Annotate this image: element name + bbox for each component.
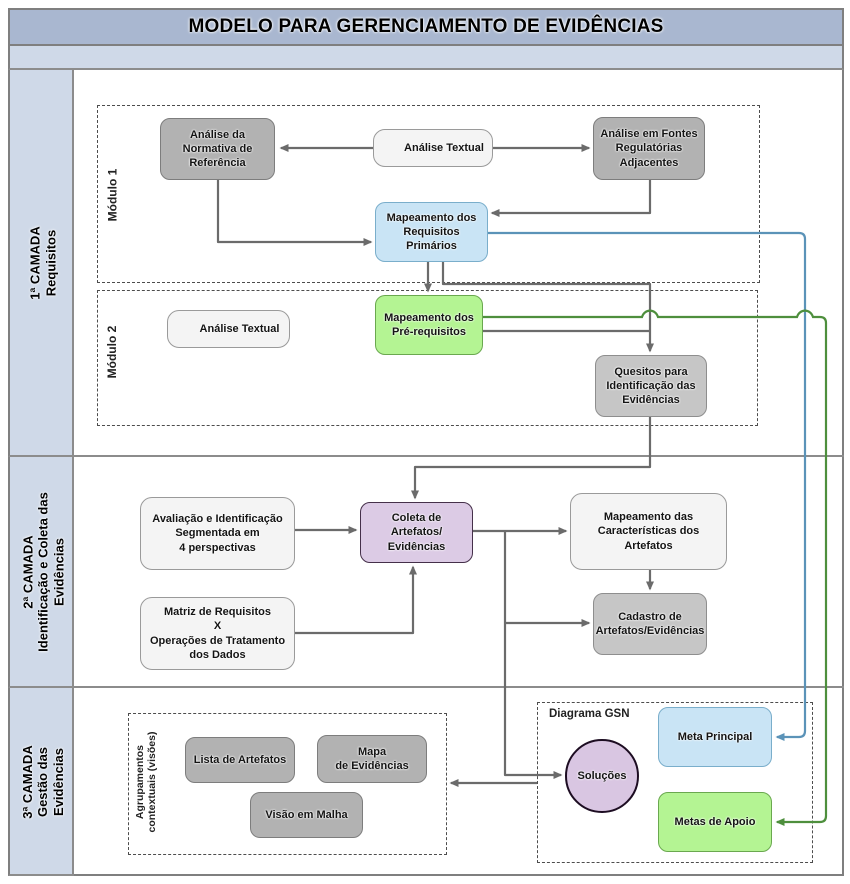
node-coleta-artefatos: Coleta de Artefatos/ Evidências <box>360 502 473 563</box>
node-lista-artefatos: Lista de Artefatos <box>185 737 295 783</box>
node-matriz-requisitos: Matriz de Requisitos X Operações de Trat… <box>140 597 295 670</box>
node-metas-de-apoio: Metas de Apoio <box>658 792 772 852</box>
page-title: MODELO PARA GERENCIAMENTO DE EVIDÊNCIAS <box>188 16 664 37</box>
agrupamentos-label: Agrupamentos contextuais (visões) <box>133 731 158 833</box>
node-meta-principal: Meta Principal <box>658 707 772 767</box>
sidebar-layer-2: 2ª CAMADA Identificação e Coleta das Evi… <box>8 457 74 688</box>
module-1-label: Módulo 1 <box>105 168 120 222</box>
node-mapa-evidencias: Mapa de Evidências <box>317 735 427 783</box>
node-cadastro-artefatos: Cadastro de Artefatos/Evidências <box>593 593 707 655</box>
node-solucoes: Soluções <box>565 739 639 813</box>
gsn-label: Diagrama GSN <box>549 708 630 720</box>
sidebar-layer-2-label: 2ª CAMADA Identificação e Coleta das Evi… <box>20 492 67 652</box>
agrupamentos-group: Agrupamentos contextuais (visões) <box>128 713 447 855</box>
module-2-label: Módulo 2 <box>105 325 120 379</box>
sidebar-layer-1-label: 1ª CAMADA Requisitos <box>27 226 59 300</box>
node-analise-textual-2: Análise Textual <box>167 310 290 348</box>
node-avaliacao-identificacao: Avaliação e Identificação Segmentada em … <box>140 497 295 570</box>
node-mapeamento-requisitos-primarios: Mapeamento dos Requisitos Primários <box>375 202 488 262</box>
node-mapeamento-caracteristicas: Mapeamento das Características dos Artef… <box>570 493 727 570</box>
node-analise-normativa: Análise da Normativa de Referência <box>160 118 275 180</box>
header-band <box>8 46 844 70</box>
row-border-2 <box>74 686 844 688</box>
node-mapeamento-pre-requisitos: Mapeamento dos Pré-requisitos <box>375 295 483 355</box>
node-quesitos: Quesitos para Identificação das Evidênci… <box>595 355 707 417</box>
node-analise-fontes: Análise em Fontes Regulatórias Adjacente… <box>593 117 705 180</box>
node-analise-textual-1: Análise Textual <box>373 129 493 167</box>
title-bar: MODELO PARA GERENCIAMENTO DE EVIDÊNCIAS <box>8 8 844 46</box>
sidebar-layer-3-label: 3ª CAMADA Gestão das Evidências <box>19 745 66 819</box>
sidebar-layer-1: 1ª CAMADA Requisitos <box>8 70 74 457</box>
node-visao-em-malha: Visão em Malha <box>250 792 363 838</box>
sidebar-layer-3: 3ª CAMADA Gestão das Evidências <box>8 688 74 876</box>
row-border-1 <box>74 455 844 457</box>
